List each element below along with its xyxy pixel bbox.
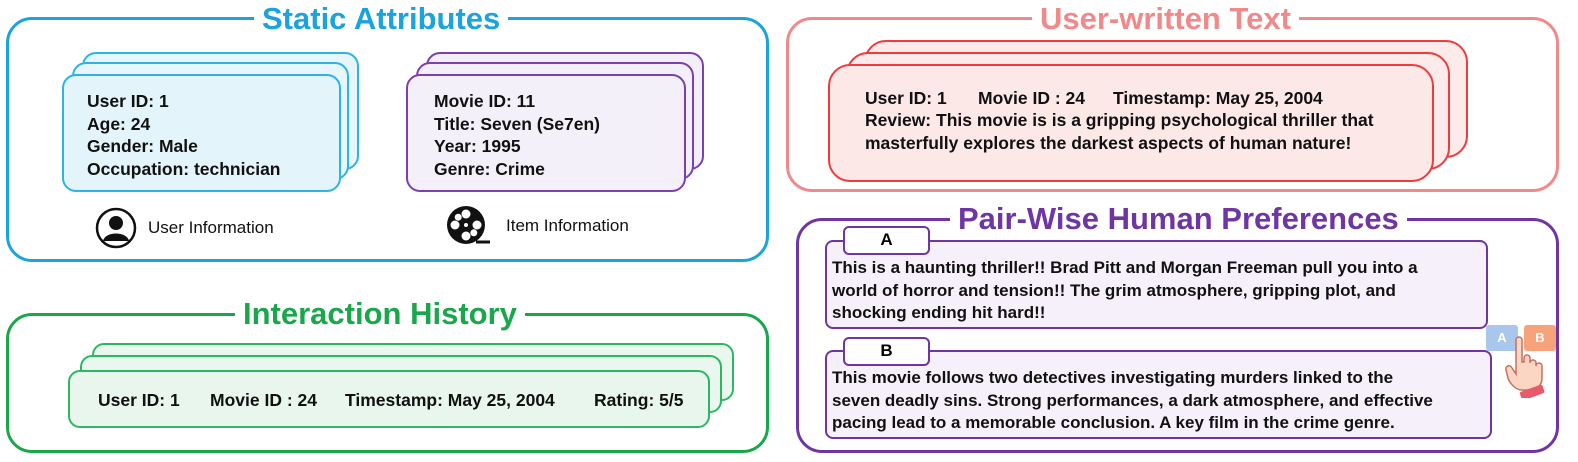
history-movie-id: Movie ID : 24 xyxy=(210,390,317,410)
choice-button-b[interactable]: B xyxy=(1524,325,1556,351)
response-b-text: This movie follows two detectives invest… xyxy=(832,367,1433,435)
user-age: Age: 24 xyxy=(87,113,151,134)
review-user-id: User ID: 1 xyxy=(865,88,947,108)
response-b-label: B xyxy=(843,337,930,366)
pairwise-preferences-title: Pair-Wise Human Preferences xyxy=(950,202,1407,236)
item-info-caption: Item Information xyxy=(506,216,629,235)
review-timestamp: Timestamp: May 25, 2004 xyxy=(1113,88,1323,108)
user-id: User ID: 1 xyxy=(87,91,169,111)
response-b-line: This movie follows two detectives invest… xyxy=(832,368,1394,387)
user-gender: Gender: Male xyxy=(87,136,198,156)
response-b-line: pacing lead to a memorable conclusion. A… xyxy=(832,413,1395,432)
response-a-text: This is a haunting thriller!! Brad Pitt … xyxy=(832,257,1418,325)
review-movie-id: Movie ID : 24 xyxy=(978,88,1085,108)
user-card xyxy=(62,74,341,192)
history-user-id: User ID: 1 xyxy=(98,390,180,410)
movie-id: Movie ID: 11 xyxy=(434,91,536,111)
response-a-line: This is a haunting thriller!! Brad Pitt … xyxy=(832,258,1418,277)
history-rating: Rating: 5/5 xyxy=(594,390,684,410)
response-a-label: A xyxy=(843,226,930,255)
pointing-hand-icon xyxy=(1505,336,1545,398)
interaction-history-title: Interaction History xyxy=(235,297,525,331)
user-info-text: User ID: 1 Age: 24 Gender: Male Occupati… xyxy=(87,90,281,180)
user-written-text-title: User-written Text xyxy=(1032,2,1299,36)
user-occupation: Occupation: technician xyxy=(87,158,281,179)
review-text: Review: This movie is is a gripping psyc… xyxy=(865,109,1374,154)
movie-title: Title: Seven (Se7en) xyxy=(434,113,600,134)
history-card xyxy=(68,370,710,428)
response-a-line: shocking ending hit hard!! xyxy=(832,303,1046,322)
choice-button-a[interactable]: A xyxy=(1486,325,1518,351)
item-info-text: Movie ID: 11 Title: Seven (Se7en) Year: … xyxy=(434,90,600,180)
review-line-2: masterfully explores the darkest aspects… xyxy=(865,132,1352,153)
response-a-line: world of horror and tension!! The grim a… xyxy=(832,280,1396,300)
response-a-card xyxy=(825,240,1488,329)
film-reel-icon xyxy=(447,206,490,244)
user-info-caption: User Information xyxy=(148,218,274,237)
review-card xyxy=(828,64,1434,182)
movie-genre: Genre: Crime xyxy=(434,158,545,179)
review-line-1: Review: This movie is is a gripping psyc… xyxy=(865,110,1374,130)
response-b-card xyxy=(825,350,1492,439)
static-attributes-title: Static Attributes xyxy=(254,2,509,36)
item-card xyxy=(406,74,686,192)
response-b-line: seven deadly sins. Strong performances, … xyxy=(832,390,1433,410)
movie-year: Year: 1995 xyxy=(434,136,521,156)
history-timestamp: Timestamp: May 25, 2004 xyxy=(345,390,555,410)
user-avatar-icon xyxy=(95,207,137,249)
